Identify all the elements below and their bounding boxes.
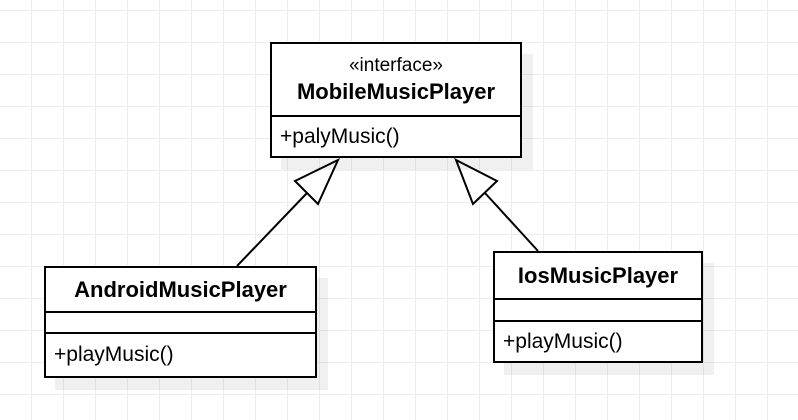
class-name-label: MobileMusicPlayer — [296, 78, 496, 104]
method-label: +playMusic() — [503, 329, 623, 353]
class-name-label: IosMusicPlayer — [517, 262, 679, 288]
class-box-android-music-player[interactable]: AndroidMusicPlayer +playMusic() — [44, 266, 317, 378]
generalization-edge-ios-to-interface[interactable] — [454, 157, 539, 252]
stereotype-label: «interface» — [348, 54, 443, 76]
method-label: +playMusic() — [54, 343, 174, 366]
class-header: «interface» MobileMusicPlayer — [272, 44, 520, 117]
methods-compartment: +playMusic() — [46, 334, 315, 376]
edge-line[interactable] — [484, 192, 539, 252]
edge-line[interactable] — [236, 192, 308, 267]
methods-compartment: +playMusic() — [495, 322, 701, 361]
class-name-label: AndroidMusicPlayer — [74, 276, 287, 302]
attributes-compartment — [46, 313, 315, 334]
class-header: IosMusicPlayer — [495, 253, 701, 300]
class-box-mobile-music-player[interactable]: «interface» MobileMusicPlayer +palyMusic… — [270, 42, 522, 158]
class-header: AndroidMusicPlayer — [46, 268, 315, 313]
hollow-triangle-arrowhead-icon — [293, 157, 341, 206]
class-box-ios-music-player[interactable]: IosMusicPlayer +playMusic() — [493, 251, 703, 363]
methods-compartment: +palyMusic() — [272, 117, 520, 156]
hollow-triangle-arrowhead-icon — [454, 157, 499, 206]
generalization-edge-android-to-interface[interactable] — [236, 157, 341, 267]
attributes-compartment — [495, 300, 701, 322]
method-label: +palyMusic() — [280, 124, 400, 148]
